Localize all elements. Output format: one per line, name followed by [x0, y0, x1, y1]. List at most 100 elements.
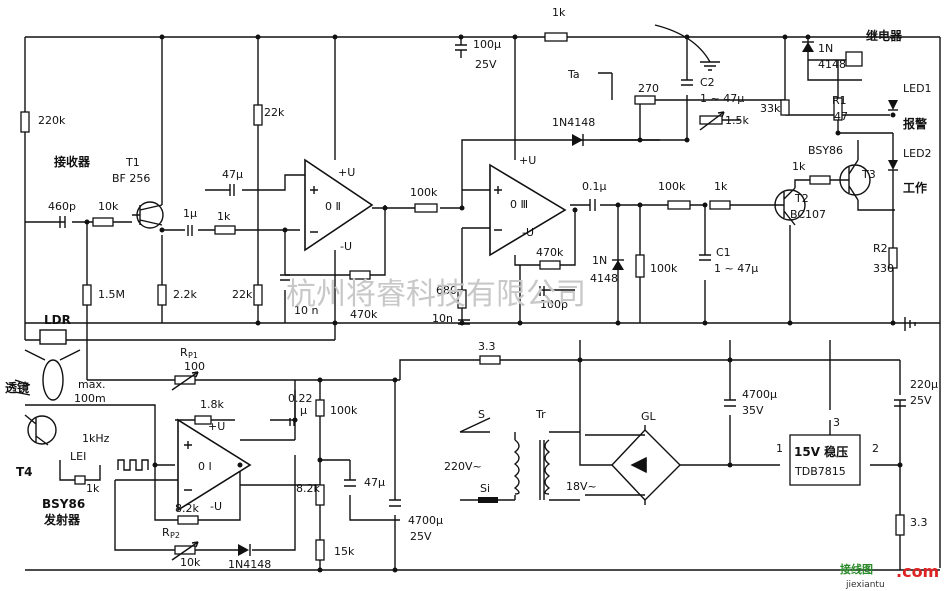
label-0-22u: 0.22: [288, 392, 313, 405]
label-freq: 1kHz: [82, 432, 110, 445]
switch-s: [459, 417, 491, 433]
label-1k-top: 1k: [552, 6, 566, 19]
label-alarm: 报警: [903, 116, 927, 131]
logo: 接线图 .com jiexiantu: [840, 562, 939, 590]
label-460p: 460p: [48, 200, 76, 213]
diode-1n4148-bot: [238, 544, 249, 556]
resistor-8-2k-b: [177, 515, 199, 525]
label-t2: T2: [794, 192, 809, 205]
label-bsy86-t3: BSY86: [808, 144, 843, 157]
label-220v: 220V~: [444, 460, 482, 473]
diodes: [238, 41, 898, 556]
label-3-3-a: 3.3: [478, 340, 496, 353]
pot-arrows: [171, 111, 725, 561]
transformer: [513, 439, 551, 500]
label-pin1: 1: [776, 442, 783, 455]
label-1-8k: 1.8k: [200, 398, 224, 411]
resistor-r1: [833, 97, 843, 121]
label-0-1u: 0.1μ: [582, 180, 607, 193]
resistor-3-3-b: [895, 514, 905, 536]
label-reg-part: TDB7815: [794, 465, 846, 478]
logo-cn: 接线图: [840, 562, 873, 576]
op-amp-3: [489, 163, 567, 257]
label-max: max.: [78, 378, 105, 391]
resistor-22k-a: [253, 104, 263, 126]
ldr-lens: [14, 329, 81, 401]
resistor-3-3-a: [479, 355, 501, 365]
label-led-e: LEI: [70, 450, 86, 463]
label-10n-b: 10n: [432, 312, 453, 325]
label-rp1: R: [180, 346, 188, 359]
resistor-rp2: [174, 545, 196, 555]
label-gl: GL: [641, 410, 657, 423]
wires: [24, 36, 941, 571]
regulator-box: [789, 434, 861, 486]
transistor-t2: [774, 189, 806, 221]
label-emitter: 发射器: [43, 512, 81, 527]
label-1-5k: 1.5k: [725, 114, 749, 127]
fuse-si: [478, 497, 498, 503]
label-1n4148-top: 1N4148: [552, 116, 595, 129]
label-relay: 继电器: [866, 28, 903, 43]
logo-com: .com: [896, 562, 939, 581]
label-ub-plus-3: +U: [519, 154, 536, 167]
label-100p: 100p: [540, 298, 568, 311]
label-max-dist: 100m: [74, 392, 106, 405]
resistor-2-2k: [157, 284, 167, 306]
label-680: 680: [436, 284, 457, 297]
label-1u: 1μ: [183, 207, 197, 220]
label-r2-val: 330: [873, 262, 894, 275]
label-pin2: 2: [872, 442, 879, 455]
resistor-100k-a: [414, 203, 438, 213]
label-op2: 0 Ⅱ: [325, 200, 341, 213]
resistor-100k-d: [315, 399, 325, 417]
label-t1: T1: [125, 156, 140, 169]
led2: [888, 160, 898, 170]
c2-lead: [654, 24, 711, 63]
label-ub-minus-2: -U: [340, 240, 352, 253]
label-rp2: R: [162, 526, 170, 539]
label-270: 270: [638, 82, 659, 95]
resistor-33k: [780, 99, 790, 116]
relay-coil: [845, 51, 863, 67]
label-rp2-val: 10k: [180, 556, 201, 569]
label-c2: C2: [700, 76, 715, 89]
label-rp1-sub: P1: [188, 351, 198, 360]
label-10k-a: 10k: [98, 200, 119, 213]
label-3-3-b: 3.3: [910, 516, 928, 529]
resistor-1k-e: [74, 475, 86, 485]
label-1k-a: 1k: [217, 210, 231, 223]
resistor-8-2k-a: [315, 484, 325, 506]
label-1n-relay: 1N: [818, 42, 833, 55]
resistor-15k: [315, 539, 325, 561]
diode-c1: [612, 260, 624, 270]
label-1n4148-bot: 1N4148: [228, 558, 271, 571]
label-47u-a: 47μ: [222, 168, 243, 181]
label-ldr: LDR: [44, 313, 71, 327]
label-100k-d: 100k: [330, 404, 358, 417]
label-led1: LED1: [903, 82, 932, 95]
label-220u: 220μ: [910, 378, 938, 391]
label-lens: 透镜: [5, 380, 29, 395]
resistor-1k-t3: [809, 175, 831, 185]
resistor-1-5m: [82, 284, 92, 306]
label-pin3: 3: [833, 416, 840, 429]
label-100k-c: 100k: [650, 262, 678, 275]
cap-100u: [455, 44, 467, 51]
label-bf256: BF 256: [112, 172, 150, 185]
label-r1-val: 47: [834, 110, 848, 123]
label-op1: 0 Ⅰ: [198, 460, 212, 473]
resistor-1-8k: [194, 415, 212, 425]
label-100u: 100μ: [473, 38, 501, 51]
label-1-5m: 1.5M: [98, 288, 125, 301]
op-amp-1: [177, 418, 252, 512]
resistor-220k: [20, 111, 30, 133]
square-wave: [117, 459, 149, 471]
resistor-100k-c: [635, 254, 645, 278]
label-100k-b: 100k: [658, 180, 686, 193]
label-1k-t3: 1k: [792, 160, 806, 173]
label-led2: LED2: [903, 147, 932, 160]
label-c2-val: 1 ~ 47μ: [700, 92, 744, 105]
label-c1-val: 1 ~ 47μ: [714, 262, 758, 275]
